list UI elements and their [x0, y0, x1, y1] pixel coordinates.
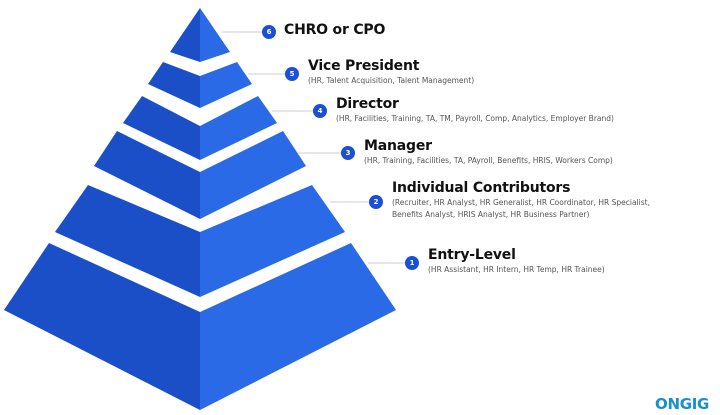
- ongig-logo: ONGIG: [655, 395, 710, 413]
- level-title: Manager: [364, 138, 432, 154]
- level-4: Director (HR, Facilities, Training, TA, …: [336, 96, 614, 125]
- level-title: Vice President: [308, 58, 420, 74]
- level-2: Individual Contributors (Recruiter, HR A…: [392, 180, 650, 221]
- level-1: Entry-Level (HR Assistant, HR Intern, HR…: [428, 247, 605, 276]
- level-badge-1: 1: [405, 256, 419, 270]
- level-subtitle: (HR, Facilities, Training, TA, TM, Payro…: [336, 114, 614, 123]
- level-subtitle: Benefits Analyst, HRIS Analyst, HR Busin…: [392, 210, 590, 219]
- level-3: Manager (HR, Training, Facilities, TA, P…: [364, 138, 613, 167]
- level-title: CHRO or CPO: [284, 22, 386, 38]
- level-5: Vice President (HR, Talent Acquisition, …: [308, 58, 474, 87]
- level-badge-6: 6: [262, 25, 276, 39]
- level-subtitle: (Recruiter, HR Analyst, HR Generalist, H…: [392, 198, 650, 207]
- level-subtitle: (HR Assistant, HR Intern, HR Temp, HR Tr…: [428, 265, 605, 274]
- level-title: Individual Contributors: [392, 180, 571, 196]
- level-badge-3: 3: [341, 146, 355, 160]
- level-badge-4: 4: [313, 104, 327, 118]
- level-title: Entry-Level: [428, 247, 516, 263]
- level-badge-5: 5: [285, 67, 299, 81]
- level-subtitle: (HR, Training, Facilities, TA, PAyroll, …: [364, 156, 613, 165]
- level-6: CHRO or CPO: [284, 22, 385, 38]
- level-title: Director: [336, 96, 399, 112]
- level-badge-2: 2: [369, 195, 383, 209]
- level-subtitle: (HR, Talent Acquisition, Talent Manageme…: [308, 76, 475, 85]
